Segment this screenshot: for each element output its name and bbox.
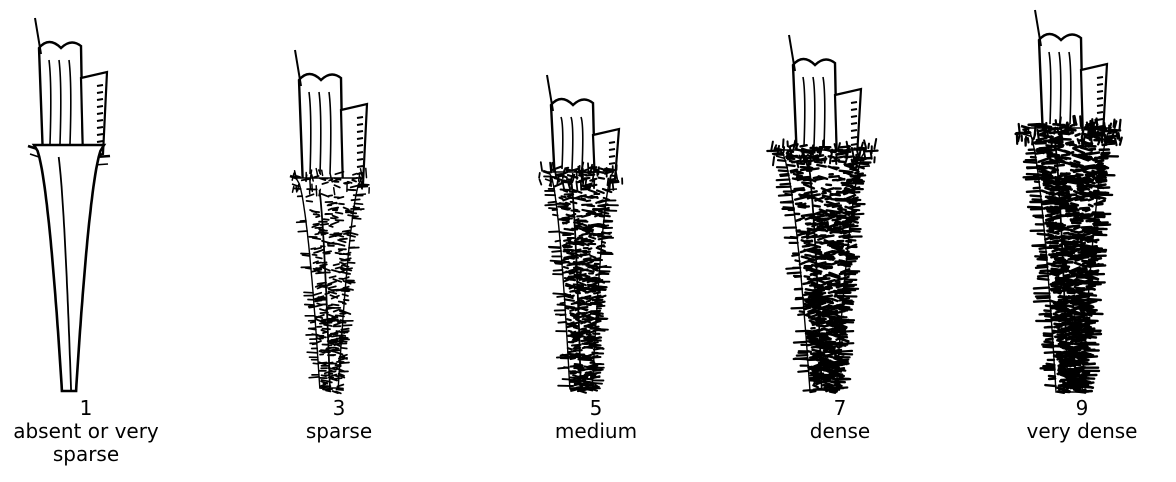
- caption-score-5: 5 medium: [491, 397, 701, 443]
- score-label: 7: [735, 397, 945, 420]
- stem-drawing-score-9: [977, 0, 1176, 400]
- caption-score-1: 1 absent or very sparse: [0, 397, 191, 466]
- panel-score-9: 9 very dense: [977, 0, 1176, 482]
- stem-drawing-score-7: [735, 0, 945, 400]
- stem-drawing-score-5: [491, 0, 701, 400]
- stem-drawing-score-3: [234, 0, 444, 400]
- density-label: very dense: [1002, 420, 1162, 443]
- panel-score-1: 1 absent or very sparse: [0, 0, 191, 482]
- caption-score-9: 9 very dense: [977, 397, 1176, 443]
- score-label: 3: [234, 397, 444, 420]
- density-label: dense: [760, 420, 920, 443]
- stem-icon: [789, 35, 861, 162]
- density-label: medium: [516, 420, 676, 443]
- caption-score-7: 7 dense: [735, 397, 945, 443]
- score-label: 9: [977, 397, 1176, 420]
- hairs-icon: [539, 162, 622, 393]
- caption-score-3: 3 sparse: [234, 397, 444, 443]
- density-label: absent or very sparse: [6, 420, 166, 466]
- stem-icon: [295, 50, 367, 190]
- hairs-icon: [767, 139, 877, 393]
- stem-icon: [35, 18, 107, 160]
- panel-score-7: 7 dense: [735, 0, 945, 482]
- hairs-icon: [1016, 116, 1122, 393]
- leaf-sheath-icon: [34, 145, 104, 391]
- panel-score-5: 5 medium: [491, 0, 701, 482]
- score-label: 5: [491, 397, 701, 420]
- panel-score-3: 3 sparse: [234, 0, 444, 482]
- score-label: 1: [0, 397, 191, 420]
- stem-drawing-score-1: [0, 0, 191, 400]
- density-label: sparse: [259, 420, 419, 443]
